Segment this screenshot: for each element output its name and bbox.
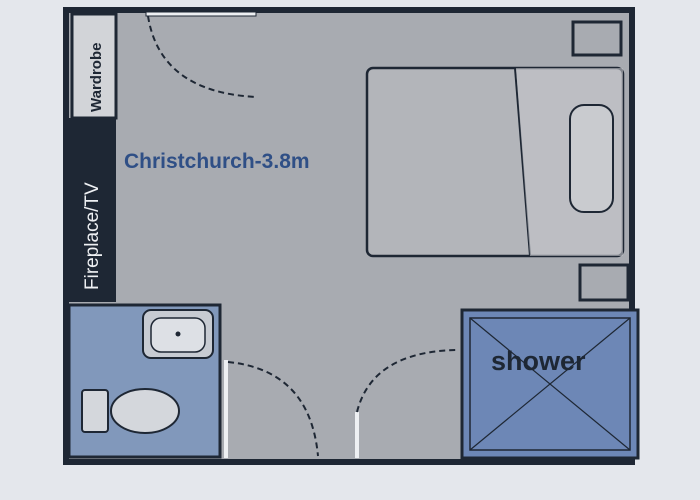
nightstand-bottom xyxy=(578,263,630,302)
pillow xyxy=(569,104,614,213)
sink-drain-icon xyxy=(175,331,181,337)
entry-door xyxy=(145,11,257,17)
room-label: Christchurch-3.8m xyxy=(124,150,310,173)
wardrobe-label: Wardrobe xyxy=(88,43,105,112)
shower-label: shower xyxy=(491,346,586,376)
closet-door-arc xyxy=(356,349,457,413)
toilet-bowl xyxy=(110,388,180,434)
fireplace-tv xyxy=(67,118,116,302)
bathroom-door-arc xyxy=(227,361,319,457)
nightstand-top xyxy=(571,20,623,57)
fireplace-label: Fireplace/TV xyxy=(82,182,103,290)
toilet-tank xyxy=(81,389,109,433)
shower-tray xyxy=(469,317,631,451)
shower-diagonal xyxy=(469,317,631,451)
bed-cover-line xyxy=(514,67,531,257)
wardrobe xyxy=(70,12,118,120)
